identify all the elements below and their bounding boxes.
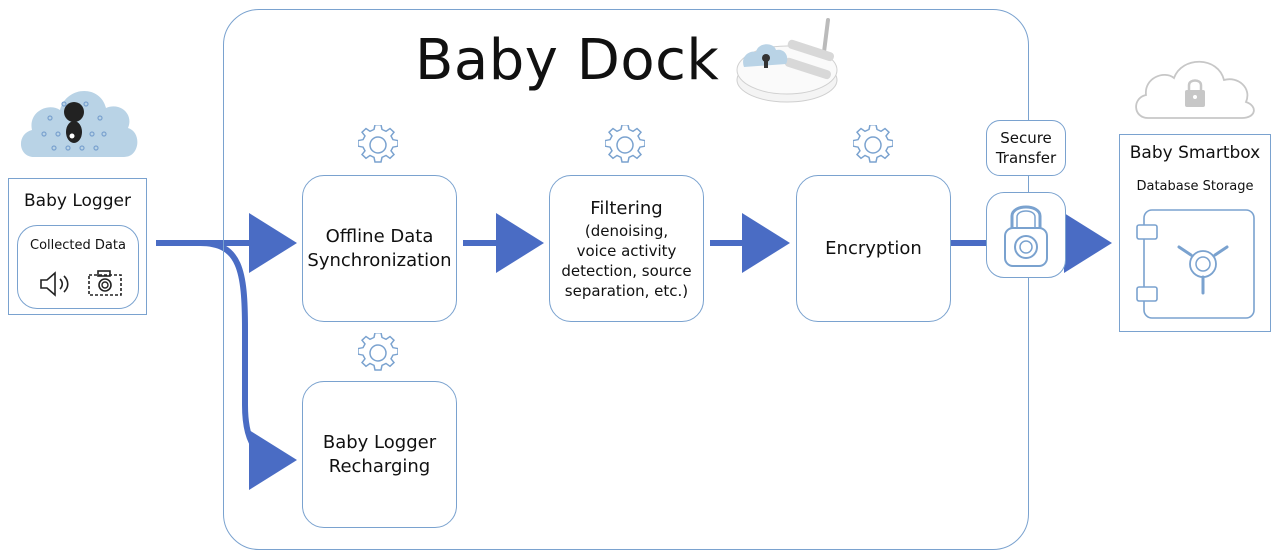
padlock-icon: [1004, 205, 1048, 267]
dock-title: Baby Dock: [415, 28, 720, 93]
filtering-box: Filtering (denoising, voice activity det…: [549, 175, 704, 322]
baby-dock-container: [223, 9, 1029, 550]
cloud-lock-icon: [1135, 60, 1255, 119]
dock-device-icon: [736, 18, 838, 103]
safe-icon: [1136, 209, 1255, 319]
lock-box: [986, 192, 1066, 278]
recharging-label: Baby Logger Recharging: [322, 431, 437, 477]
gear-icon: [605, 125, 645, 163]
collected-data-label: Collected Data: [30, 238, 126, 253]
cloud-device-icon: [20, 90, 138, 157]
secure-transfer-badge: Secure Transfer: [986, 120, 1066, 176]
baby-logger-box: Baby Logger Collected Data: [8, 178, 147, 315]
speaker-icon: [40, 271, 69, 297]
camera-icon: [88, 270, 122, 296]
gear-icon: [358, 333, 398, 371]
arrow-logger-to-recharge: [199, 240, 297, 490]
recharging-box: Baby Logger Recharging: [302, 381, 457, 528]
secure-transfer-label: Secure Transfer: [995, 129, 1057, 167]
filtering-title: Filtering: [590, 197, 663, 219]
encryption-box: Encryption: [796, 175, 951, 322]
collected-data-panel: Collected Data: [17, 225, 139, 309]
offline-data-sync-label: Offline Data Synchronization: [307, 225, 452, 271]
encryption-label: Encryption: [825, 237, 922, 259]
offline-data-sync-box: Offline Data Synchronization: [302, 175, 457, 322]
baby-smartbox-title: Baby Smartbox: [1129, 143, 1261, 163]
baby-logger-title: Baby Logger: [24, 191, 131, 211]
database-storage-label: Database Storage: [1136, 179, 1254, 194]
gear-icon: [853, 125, 893, 163]
baby-smartbox-box: Baby Smartbox Database Storage: [1119, 134, 1271, 332]
filtering-detail: (denoising, voice activity detection, so…: [561, 221, 692, 300]
gear-icon: [358, 125, 398, 163]
